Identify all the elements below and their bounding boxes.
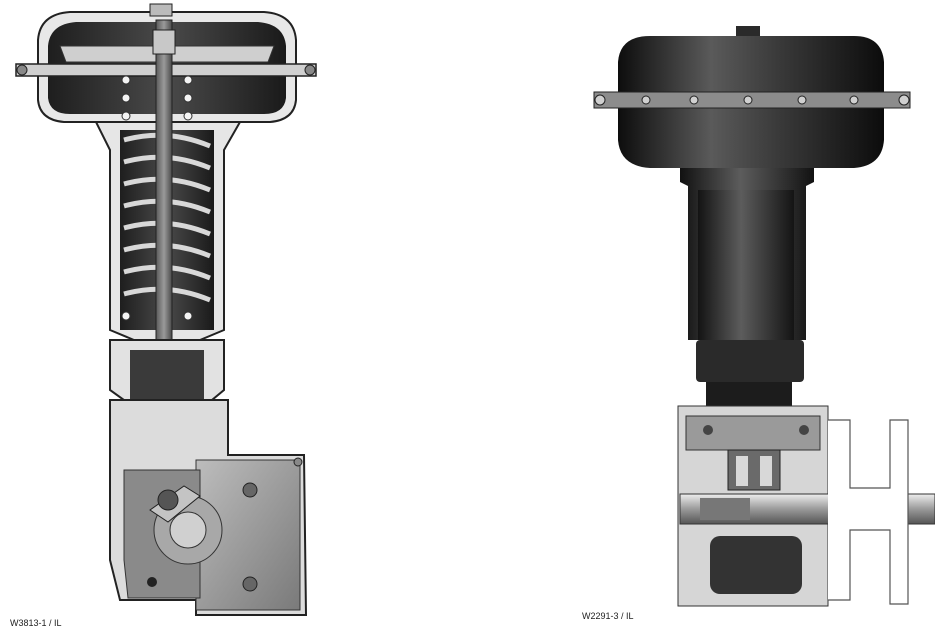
figure-caption-left: W3813-1 / IL xyxy=(10,618,62,628)
figure-caption-right: W2291-3 / IL xyxy=(582,611,634,621)
actuator-exterior-drawing xyxy=(593,26,935,607)
actuator-exterior-illustration xyxy=(560,0,935,632)
actuator-cutaway-illustration xyxy=(0,0,330,632)
actuator-cutaway-drawing xyxy=(15,3,317,616)
